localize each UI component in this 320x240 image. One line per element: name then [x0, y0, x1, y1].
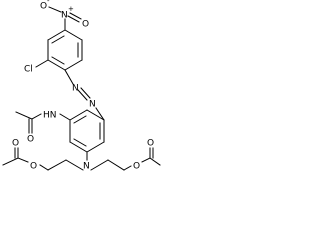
atom-label-ester-o-left: O [30, 162, 37, 172]
bond [69, 12, 82, 20]
bond [64, 69, 74, 85]
bond-inner [73, 115, 87, 124]
bond [2, 157, 19, 166]
atom-label-azo-n1: N [72, 84, 79, 94]
bond [95, 107, 105, 121]
bond [48, 6, 62, 13]
bond [141, 157, 151, 163]
bond [17, 157, 29, 163]
bond [64, 59, 83, 71]
atom-label-nitro-o: O [82, 20, 89, 30]
bond [86, 109, 105, 121]
atom-label-carbonyl-o-left: O [12, 139, 19, 149]
atom-label-cl: Cl [24, 65, 33, 75]
bond [64, 29, 83, 41]
atom-labels: O - N + O Cl N N HN O N O O O O [12, 0, 154, 172]
bond [77, 89, 88, 101]
bond [47, 59, 66, 71]
charge-minus: - [47, 0, 50, 5]
bond [80, 87, 91, 99]
bond [69, 141, 88, 153]
bond [67, 15, 80, 23]
atom-label-ester-o-right: O [133, 162, 140, 172]
structure-svg: O - N + O Cl N N HN O N O O O O [2, 0, 161, 172]
bond-lines [2, 6, 161, 171]
bond [39, 164, 49, 171]
atom-label-azo-n2: N [89, 100, 96, 110]
atom-label-o-minus: O [40, 2, 47, 12]
bond-inner [51, 35, 65, 44]
bond [59, 113, 71, 121]
bond [47, 29, 66, 41]
chemical-structure-diagram: O - N + O Cl N N HN O N O O O O [0, 0, 161, 186]
bond-inner [73, 138, 87, 147]
bond [15, 111, 33, 120]
bond [107, 159, 125, 171]
bond [149, 157, 161, 166]
bond [86, 141, 105, 153]
atom-label-amide-hn: HN [43, 111, 57, 121]
bond [90, 159, 109, 171]
atom-label-amide-o: O [27, 135, 34, 145]
atom-label-nitro-n: N [61, 11, 68, 21]
bond [123, 165, 132, 171]
atom-label-carbonyl-o-right: O [147, 139, 154, 149]
bond [31, 113, 42, 120]
bond [69, 109, 88, 121]
bond [35, 59, 49, 68]
atom-label-amine-n: N [83, 162, 90, 172]
bond [65, 159, 84, 171]
bond [47, 159, 67, 171]
bond-inner [51, 56, 65, 65]
charge-plus: + [68, 5, 74, 13]
